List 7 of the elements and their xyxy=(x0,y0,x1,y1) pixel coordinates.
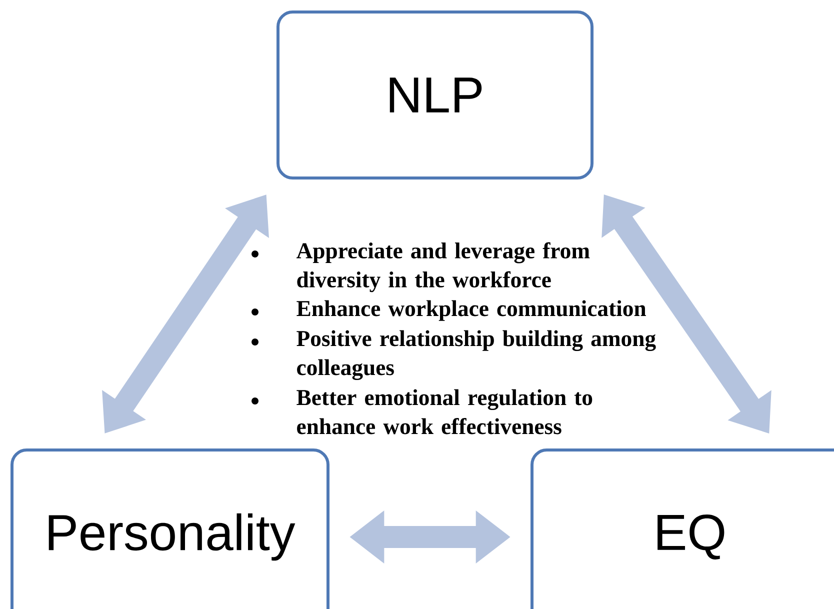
bullet-text: Better emotional regulation to enhance work effectiveness xyxy=(296,389,592,434)
box: NLP xyxy=(276,10,594,180)
bullet-text: Appreciate and leverage from diversity in the workforce xyxy=(296,242,590,292)
bullet-text: Positive relationship building among colleagues xyxy=(296,330,656,380)
bullet-text: Enhance workplace communication xyxy=(296,300,646,321)
box: Personality xyxy=(10,448,330,609)
box: EQ xyxy=(530,448,834,609)
